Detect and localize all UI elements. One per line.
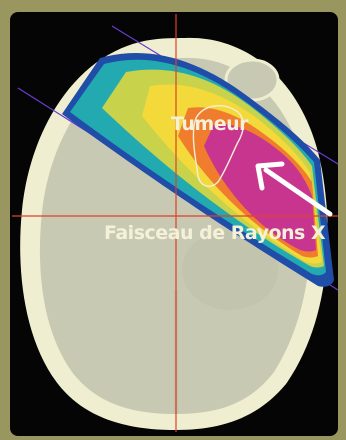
beam-label: Faisceau de Rayons X (104, 224, 325, 243)
tumor-label: Tumeur (171, 115, 248, 134)
